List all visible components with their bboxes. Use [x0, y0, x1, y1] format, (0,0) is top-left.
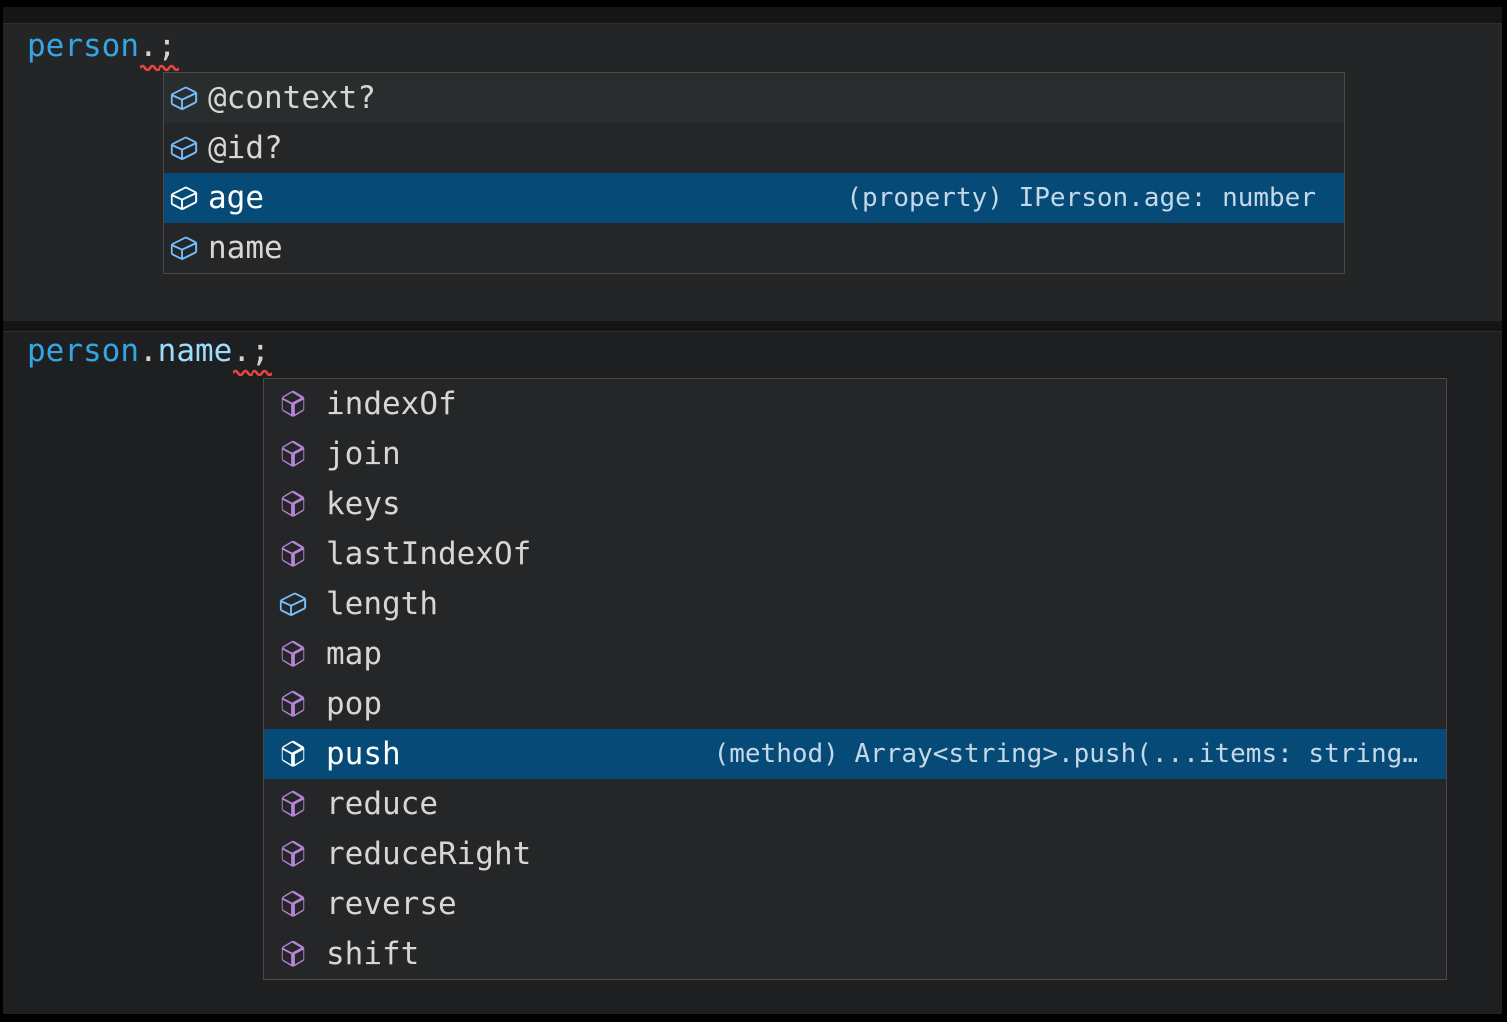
- suggest-item-push-selected[interactable]: push (method) Array<string>.push(...item…: [264, 729, 1446, 779]
- symbol-field-icon: [168, 232, 200, 264]
- code-line-1[interactable]: person.;: [27, 28, 179, 71]
- suggest-widget-2: indexOf join keys lastIndexOf length map: [263, 378, 1447, 980]
- suggest-item-reduceright[interactable]: reduceRight: [264, 829, 1446, 879]
- suggest-item-label: push: [326, 736, 401, 772]
- code-line-2[interactable]: person.name.;: [27, 333, 272, 376]
- suggest-item-join[interactable]: join: [264, 429, 1446, 479]
- token-variable: person: [27, 333, 139, 369]
- symbol-field-icon: [168, 82, 200, 114]
- suggest-item-id[interactable]: @id?: [164, 123, 1344, 173]
- symbol-method-icon: [277, 888, 309, 920]
- suggest-item-label: reverse: [326, 886, 457, 922]
- suggest-item-label: keys: [326, 486, 401, 522]
- suggest-item-label: @context?: [208, 80, 376, 116]
- symbol-method-icon: [277, 938, 309, 970]
- editor-top-strip: [3, 7, 1502, 24]
- suggest-item-label: age: [208, 180, 264, 216]
- suggest-item-reduce[interactable]: reduce: [264, 779, 1446, 829]
- error-squiggle-icon: [158, 64, 179, 71]
- suggest-item-pop[interactable]: pop: [264, 679, 1446, 729]
- suggest-item-label: map: [326, 636, 382, 672]
- suggest-item-label: reduceRight: [326, 836, 532, 872]
- suggest-item-label: indexOf: [326, 386, 457, 422]
- symbol-method-icon: [277, 488, 309, 520]
- suggest-item-label: pop: [326, 686, 382, 722]
- token-dot-error: .: [139, 28, 160, 71]
- suggest-item-keys[interactable]: keys: [264, 479, 1446, 529]
- suggest-item-shift[interactable]: shift: [264, 929, 1446, 979]
- suggest-item-context[interactable]: @context?: [164, 73, 1344, 123]
- suggest-item-length[interactable]: length: [264, 579, 1446, 629]
- suggest-item-indexof[interactable]: indexOf: [264, 379, 1446, 429]
- suggest-item-label: reduce: [326, 786, 438, 822]
- symbol-method-icon: [277, 788, 309, 820]
- symbol-method-icon: [277, 838, 309, 870]
- suggest-item-lastindexof[interactable]: lastIndexOf: [264, 529, 1446, 579]
- editor-separator-strip: [3, 321, 1502, 332]
- symbol-field-icon: [277, 588, 309, 620]
- symbol-method-icon: [277, 538, 309, 570]
- token-property: name: [157, 333, 233, 369]
- suggest-item-detail: (property) IPerson.age: number: [846, 183, 1316, 213]
- symbol-field-icon: [168, 132, 200, 164]
- error-squiggle-icon: [233, 369, 254, 376]
- token-dot-error: .: [232, 333, 254, 376]
- symbol-method-icon: [277, 638, 309, 670]
- error-squiggle-icon: [251, 369, 272, 376]
- symbol-field-icon: [168, 182, 200, 214]
- token-semicolon-error: ;: [158, 28, 179, 71]
- suggest-widget-1: @context? @id? age (property) IPerson.ag…: [163, 72, 1345, 274]
- code-editor: person.; @context? @id? age (property) I…: [3, 7, 1502, 1014]
- symbol-method-icon: [277, 438, 309, 470]
- suggest-item-label: shift: [326, 936, 420, 972]
- token-semicolon-error: ;: [251, 333, 272, 376]
- suggest-item-label: length: [326, 586, 438, 622]
- token-dot: .: [138, 333, 158, 369]
- suggest-item-label: join: [326, 436, 401, 472]
- suggest-item-reverse[interactable]: reverse: [264, 879, 1446, 929]
- suggest-item-map[interactable]: map: [264, 629, 1446, 679]
- suggest-item-label: lastIndexOf: [326, 536, 532, 572]
- symbol-method-icon: [277, 388, 309, 420]
- suggest-item-age-selected[interactable]: age (property) IPerson.age: number: [164, 173, 1344, 223]
- suggest-item-label: name: [208, 230, 283, 266]
- error-squiggle-icon: [139, 64, 160, 71]
- suggest-item-detail: (method) Array<string>.push(...items: st…: [713, 739, 1418, 769]
- suggest-item-label: @id?: [208, 130, 283, 166]
- symbol-method-icon: [277, 738, 309, 770]
- token-variable: person: [27, 28, 139, 64]
- symbol-method-icon: [277, 688, 309, 720]
- suggest-item-name[interactable]: name: [164, 223, 1344, 273]
